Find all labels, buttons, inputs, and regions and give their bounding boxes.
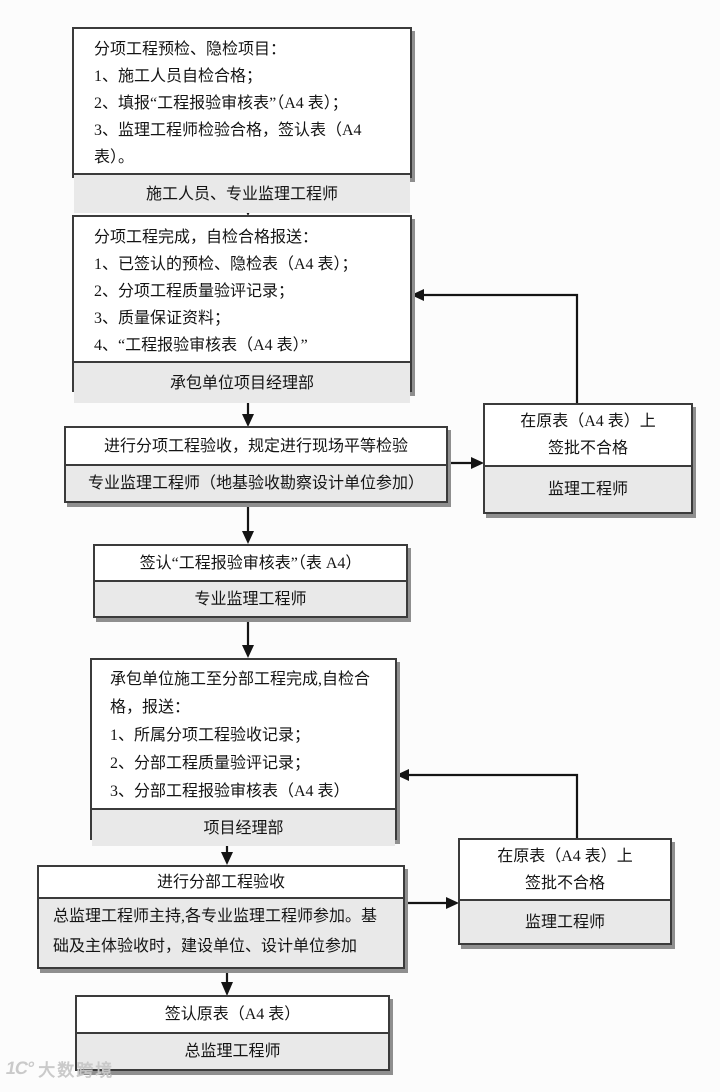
node-actor-label: 专业监理工程师	[95, 580, 406, 616]
node-actor-label: 施工人员、专业监理工程师	[74, 173, 410, 213]
watermark-text: 大数跨境	[38, 1061, 115, 1080]
node-text-line: 4、“工程报验审核表（A4 表）”	[94, 337, 308, 354]
node-text-line: 承包单位施工至分部工程完成,自检合格，报送：	[110, 671, 371, 716]
node-body: 签认“工程报验审核表”（表 A4）	[95, 546, 406, 580]
node-body: 签认原表（A4 表）	[77, 997, 388, 1032]
node-text-line: 在原表（A4 表）上	[497, 847, 633, 865]
node-actor-label: 监理工程师	[460, 899, 670, 943]
node-text-line: 签批不合格	[524, 874, 605, 892]
node-text-line: 签批不合格	[547, 440, 628, 457]
connector-box3-to-box4	[242, 503, 254, 544]
node-body: 在原表（A4 表）上 签批不合格	[460, 840, 670, 899]
node-text-line: 签认“工程报验审核表”（表 A4）	[139, 554, 362, 572]
node-text-line: 2、填报“工程报验审核表”（A4 表）；	[94, 95, 348, 112]
node-text-line: 在原表（A4 表）上	[520, 413, 656, 430]
connector-box3-to-reject1	[448, 457, 484, 469]
node-text-line: 1、所属分项工程验收记录；	[110, 727, 311, 744]
flow-node-reject-on-original-form-1: 在原表（A4 表）上 签批不合格 监理工程师	[483, 403, 693, 514]
watermark-logo-icon: 1C°	[4, 1058, 36, 1078]
connector-reject2-feedback-to-box5	[396, 769, 579, 838]
node-text-line: 3、质量保证资料；	[94, 310, 231, 327]
flow-node-subdivision-complete-submit: 承包单位施工至分部工程完成,自检合格，报送： 1、所属分项工程验收记录； 2、分…	[90, 658, 397, 846]
node-text-line: 3、分部工程报验审核表（A4 表）	[110, 783, 350, 800]
node-text-line: 进行分项工程验收，规定进行现场平等检验	[103, 437, 408, 455]
node-text-line: 分项工程完成，自检合格报送：	[94, 229, 319, 246]
node-text-line: 1、施工人员自检合格；	[94, 68, 263, 85]
node-text-line: 2、分项工程质量验评记录；	[94, 283, 295, 300]
node-actor-label: 总监理工程师主持,各专业监理工程师参加。基础及主体验收时，建设单位、设计单位参加	[39, 897, 403, 967]
node-body: 承包单位施工至分部工程完成,自检合格，报送： 1、所属分项工程验收记录； 2、分…	[92, 660, 395, 808]
node-body: 分项工程完成，自检合格报送： 1、已签认的预检、隐检表（A4 表）； 2、分项工…	[74, 217, 410, 361]
node-actor-label: 总监理工程师	[77, 1032, 388, 1069]
node-actor-label: 监理工程师	[485, 465, 691, 512]
flow-node-reject-on-original-form-2: 在原表（A4 表）上 签批不合格 监理工程师	[458, 838, 672, 945]
node-actor-label: 承包单位项目经理部	[74, 361, 410, 403]
connector-box4-to-box5	[242, 618, 254, 658]
node-text-line: 2、分部工程质量验评记录；	[110, 755, 311, 772]
node-actor-label: 专业监理工程师（地基验收勘察设计单位参加）	[66, 464, 446, 501]
node-actor-label: 项目经理部	[92, 808, 395, 846]
node-body: 进行分项工程验收，规定进行现场平等检验	[66, 428, 446, 464]
node-body: 进行分部工程验收	[39, 867, 403, 897]
flow-node-subitem-complete-submit: 分项工程完成，自检合格报送： 1、已签认的预检、隐检表（A4 表）； 2、分项工…	[72, 215, 412, 403]
watermark: 1C° 大数跨境	[4, 1056, 115, 1081]
connector-box6-to-box7	[221, 969, 233, 996]
node-text-line: 1、已签认的预检、隐检表（A4 表）；	[94, 256, 358, 273]
connector-box6-to-reject2	[405, 897, 459, 909]
node-text-line: 签认原表（A4 表）	[164, 1006, 301, 1023]
flow-node-subdivision-acceptance: 进行分部工程验收 总监理工程师主持,各专业监理工程师参加。基础及主体验收时，建设…	[37, 865, 405, 969]
flow-node-subitem-pre-inspection: 分项工程预检、隐检项目： 1、施工人员自检合格； 2、填报“工程报验审核表”（A…	[72, 27, 412, 213]
flow-node-sign-original-form: 签认原表（A4 表） 总监理工程师	[75, 995, 390, 1071]
connector-reject1-feedback-to-box2	[411, 289, 579, 403]
flow-node-subitem-acceptance: 进行分项工程验收，规定进行现场平等检验 专业监理工程师（地基验收勘察设计单位参加…	[64, 426, 448, 503]
node-body: 分项工程预检、隐检项目： 1、施工人员自检合格； 2、填报“工程报验审核表”（A…	[74, 29, 410, 173]
node-text-line: 分项工程预检、隐检项目：	[94, 41, 287, 58]
flow-node-sign-review-form: 签认“工程报验审核表”（表 A4） 专业监理工程师	[93, 544, 408, 618]
node-text-line: 进行分部工程验收	[156, 873, 285, 891]
node-text-line: 3、监理工程师检验合格，签认表（A4 表）。	[94, 122, 362, 166]
node-body: 在原表（A4 表）上 签批不合格	[485, 405, 691, 465]
